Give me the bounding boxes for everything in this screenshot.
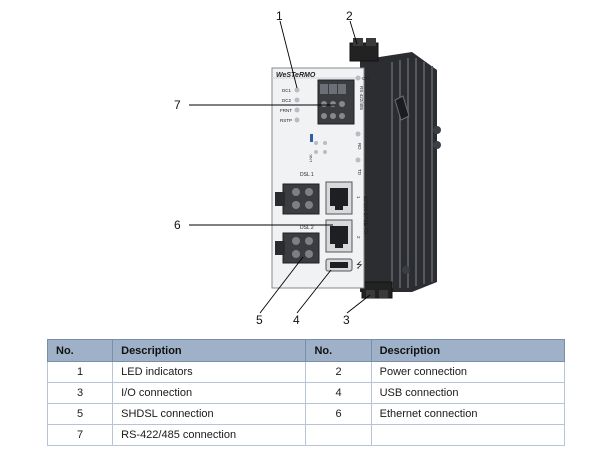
row-no: 6 [305,403,372,425]
callout-5: 5 [256,313,263,327]
led-rd [355,131,361,137]
led-dc2 [294,97,300,103]
header-description-right: Description [370,339,566,362]
dsl1-connector [275,183,320,215]
table-row: 3 I/O connection 4 USB connection [46,382,566,404]
callout-3: 3 [343,313,350,327]
callout-1: 1 [276,9,283,23]
device-front-panel: WeSTeRMO DC1 DC2 FRNT RSTP ON RS-422/485 [271,67,369,289]
lnk-label: LNK [308,154,313,162]
led-label-rstp: RSTP [280,118,292,123]
leader-lines [189,20,371,314]
led-frnt [294,107,300,113]
callout-7: 7 [174,98,181,112]
row-description: I/O connection [112,382,307,404]
row-description [370,424,566,446]
power-connector [349,38,379,62]
ethernet-port-1 [325,181,353,215]
callout-4: 4 [293,313,300,327]
rs422-terminal-block [317,79,355,125]
led-on [355,75,361,81]
io-connector [361,281,393,299]
device-side-housing [360,52,441,292]
ethernet-port-2 [325,219,353,253]
usb-port [325,258,353,272]
row-description: SHDSL connection [112,403,307,425]
dsl2-connector [275,232,320,264]
table-row: 1 LED indicators 2 Power connection [46,361,566,383]
led-label-td: TD [357,169,362,176]
row-no: 7 [46,424,114,446]
callout-6: 6 [174,218,181,232]
row-no [305,424,372,446]
header-no-right: No. [305,339,372,362]
usb-symbol-icon: ⭍ [356,261,363,270]
row-description: Ethernet connection [370,403,566,425]
led-td [355,157,361,163]
ethernet-label: 10/100 BASE-TX [362,196,368,235]
led-dc1 [294,87,300,93]
eth-port-label-2: 2 [356,236,361,239]
led-label-rd: RD [357,143,362,150]
callout-2: 2 [346,9,353,23]
header-no-left: No. [46,339,114,362]
row-no: 1 [46,361,114,383]
led-rstp [294,117,300,123]
legend-table: No. Description No. Description 1 LED in… [46,339,566,446]
row-no: 2 [305,361,372,383]
eth-port-label-1: 1 [356,196,361,199]
row-no: 4 [305,382,372,404]
row-description: RS-422/485 connection [112,424,307,446]
row-no: 5 [46,403,114,425]
header-description-left: Description [112,339,307,362]
led-label-dc1: DC1 [282,88,291,93]
led-label-dc2: DC2 [282,98,291,103]
rs422-label: RS-422/485 [359,86,364,111]
lnk-indicators [310,134,327,154]
row-description: LED indicators [112,361,307,383]
row-no: 3 [46,382,114,404]
led-label-frnt: FRNT [280,108,292,113]
row-description: USB connection [370,382,566,404]
table-row: 5 SHDSL connection 6 Ethernet connection [46,403,566,425]
dsl2-label: DSL 2 [300,225,314,231]
row-description: Power connection [370,361,566,383]
led-label-on: ON [362,76,369,81]
table-row: 7 RS-422/485 connection [46,424,566,446]
legend-header-row: No. Description No. Description [46,339,566,362]
dsl1-label: DSL 1 [300,172,314,178]
device-illustration: WeSTeRMO DC1 DC2 FRNT RSTP ON RS-422/485 [174,9,441,327]
brand-logo: WeSTeRMO [276,72,316,79]
